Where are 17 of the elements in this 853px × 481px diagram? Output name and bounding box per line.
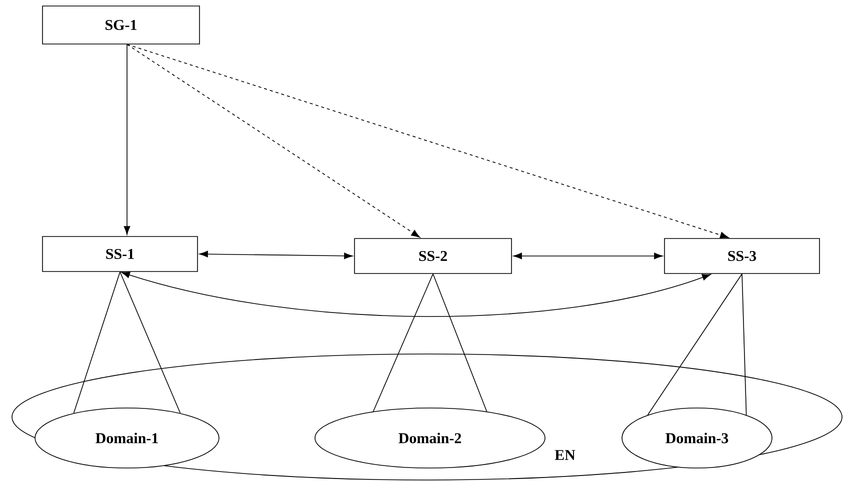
cone-line bbox=[120, 272, 181, 414]
cone-line bbox=[73, 272, 120, 414]
server-box: SS-1 bbox=[42, 236, 198, 272]
arrow bbox=[124, 44, 130, 235]
server-box: SS-3 bbox=[664, 238, 820, 274]
cone-line bbox=[432, 274, 488, 412]
arrow bbox=[126, 44, 729, 238]
curved-arrow bbox=[121, 272, 711, 317]
server-box: SG-1 bbox=[42, 6, 200, 44]
arrow bbox=[199, 250, 353, 260]
server-box: SS-2 bbox=[354, 238, 512, 274]
arrow bbox=[126, 44, 420, 238]
cone-line bbox=[742, 274, 747, 416]
network-label: EN bbox=[554, 450, 576, 460]
arrow bbox=[513, 252, 663, 260]
cone-line bbox=[372, 274, 434, 412]
cone-line bbox=[647, 274, 742, 416]
